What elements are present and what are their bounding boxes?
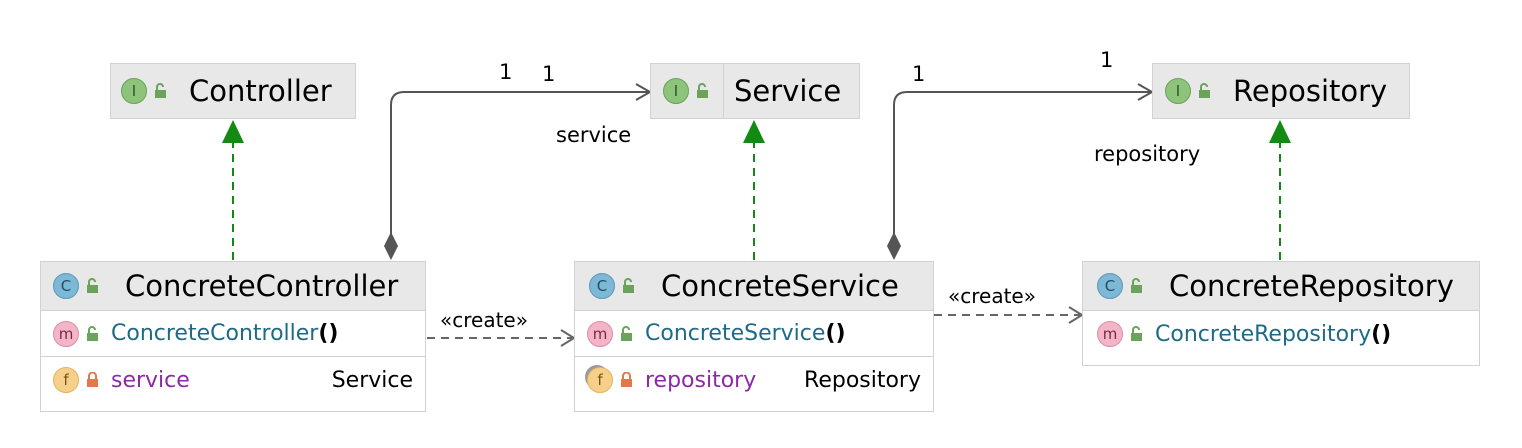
public-visibility-icon (1199, 83, 1210, 98)
private-lock-icon (621, 372, 632, 387)
public-visibility-icon (1131, 326, 1142, 341)
field-name: service (111, 367, 190, 393)
final-field-icon: f (587, 367, 613, 393)
header-divider (723, 63, 724, 119)
field-name: repository (645, 367, 757, 393)
class-icon: C (53, 273, 79, 299)
composition-diamond-service (887, 232, 901, 260)
method-parens: () (825, 321, 846, 346)
method-icon: m (587, 320, 613, 347)
interface-icon: I (663, 78, 689, 104)
method-row[interactable]: m ConcreteService() (575, 311, 933, 357)
interface-icon: I (1165, 78, 1191, 104)
class-concrete-service[interactable]: C ConcreteService m ConcreteService() f … (574, 261, 934, 412)
multiplicity-label: 1 (542, 62, 556, 86)
field-type: Repository (804, 367, 921, 393)
class-concrete-repository[interactable]: C ConcreteRepository m ConcreteRepositor… (1082, 261, 1480, 366)
class-concrete-repository-name: ConcreteRepository (1169, 269, 1454, 303)
realization-arrowhead-controller (222, 120, 244, 143)
create-stereotype-label: «create» (948, 284, 1036, 308)
interface-repository-name: Repository (1233, 74, 1388, 108)
class-icon: C (1097, 273, 1123, 299)
role-label-repository: repository (1094, 142, 1201, 166)
interface-repository[interactable]: I Repository (1152, 63, 1410, 119)
composition-diamond-controller (384, 232, 398, 260)
method-row[interactable]: m ConcreteRepository() (1083, 311, 1479, 357)
class-icon: C (589, 273, 615, 299)
multiplicity-label: 1 (1100, 48, 1114, 72)
create-stereotype-label: «create» (440, 308, 528, 332)
field-row[interactable]: f repository Repository (575, 357, 933, 403)
interface-icon: I (121, 78, 147, 104)
method-name: ConcreteService (645, 321, 826, 346)
association-edge-controller-service (390, 91, 648, 236)
class-concrete-controller-header: C ConcreteController (41, 262, 425, 311)
interface-repository-header: I Repository (1153, 64, 1409, 118)
class-concrete-repository-header: C ConcreteRepository (1083, 262, 1479, 311)
public-visibility-icon (87, 325, 98, 341)
class-concrete-controller-name: ConcreteController (125, 269, 399, 303)
method-parens: () (318, 321, 339, 346)
interface-service[interactable]: I Service (650, 63, 860, 119)
class-concrete-service-name: ConcreteService (661, 269, 899, 303)
interface-controller[interactable]: I Controller (110, 63, 356, 119)
method-row[interactable]: m ConcreteController() (41, 311, 425, 357)
public-visibility-icon (621, 325, 632, 341)
realization-arrowhead-service (743, 120, 765, 143)
public-visibility-icon (623, 278, 634, 293)
class-concrete-controller[interactable]: C ConcreteController m ConcreteControlle… (40, 261, 426, 412)
field-icon: f (53, 367, 79, 393)
class-concrete-service-header: C ConcreteService (575, 262, 933, 311)
interface-controller-name: Controller (189, 74, 332, 108)
multiplicity-label: 1 (912, 62, 926, 86)
public-visibility-icon (1131, 278, 1142, 293)
public-visibility-icon (155, 83, 166, 98)
public-visibility-icon (87, 278, 98, 293)
method-icon: m (1097, 321, 1123, 347)
interface-service-name: Service (734, 74, 842, 108)
realization-arrowhead-repository (1269, 120, 1291, 143)
role-label-service: service (556, 123, 632, 147)
association-edge-service-repository (893, 91, 1150, 236)
field-row[interactable]: f service Service (41, 357, 425, 403)
method-name: ConcreteRepository (1155, 321, 1372, 347)
method-icon: m (53, 320, 79, 347)
interface-service-header: I Service (651, 63, 859, 119)
multiplicity-label: 1 (499, 60, 513, 84)
method-parens: () (1371, 321, 1392, 347)
public-visibility-icon (697, 83, 708, 98)
interface-controller-header: I Controller (111, 64, 355, 118)
field-type: Service (331, 367, 413, 393)
method-name: ConcreteController (111, 321, 319, 346)
private-lock-icon (87, 372, 98, 387)
